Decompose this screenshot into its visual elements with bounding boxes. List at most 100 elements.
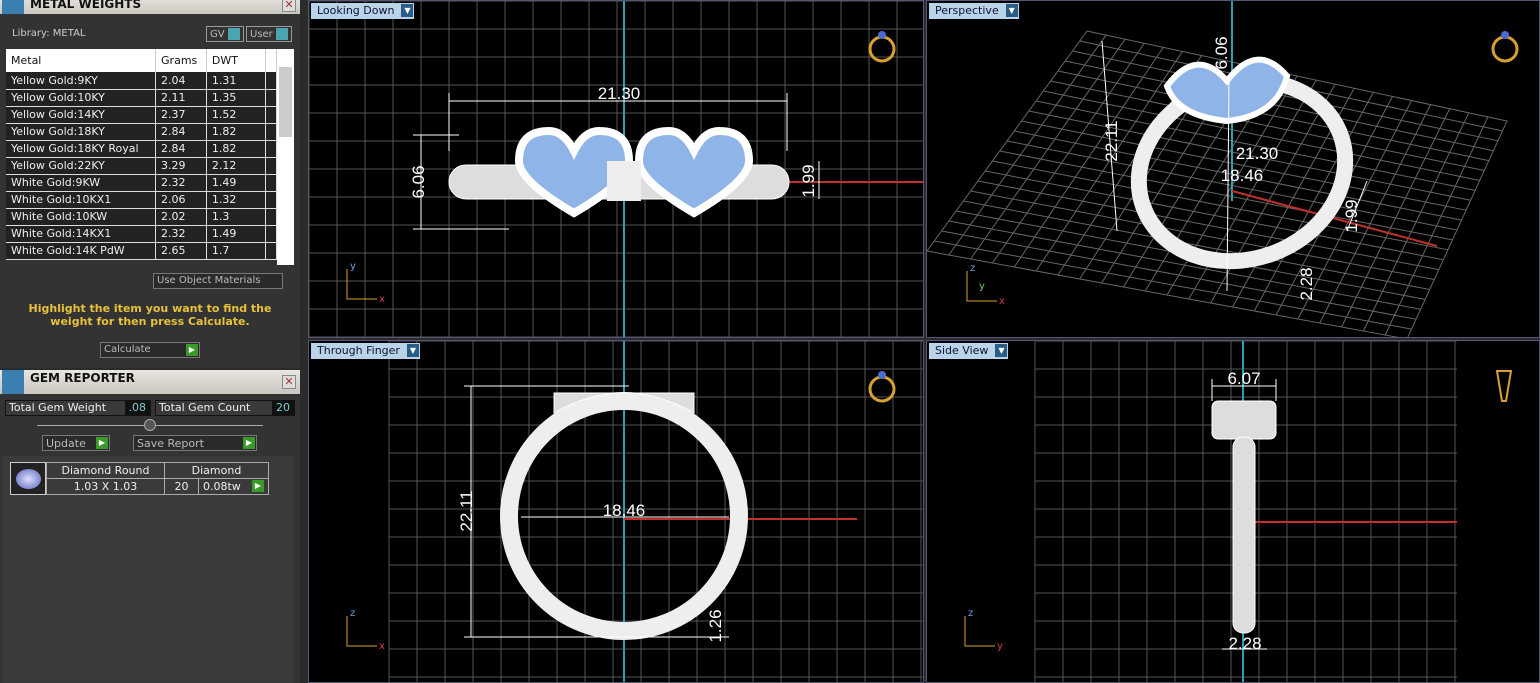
viewport-label[interactable]: Through Finger▼: [311, 343, 420, 359]
dwt-value: 1.49: [206, 174, 266, 192]
dimension-label: 2.28: [1228, 634, 1261, 653]
viewport-label-text: Looking Down: [317, 4, 395, 17]
total-gem-count-label: Total Gem Count: [159, 401, 251, 414]
library-label: Library: METAL: [12, 28, 86, 39]
gem-count: 20: [164, 478, 199, 495]
close-icon[interactable]: ✕: [282, 0, 296, 12]
metal-weights-titlebar: METAL WEIGHTS ✕: [0, 0, 300, 14]
dimension-label: 22.11: [457, 490, 476, 531]
hint-text: Highlight the item you want to find the …: [28, 302, 272, 328]
dwt-value: 1.82: [206, 140, 266, 158]
grams-value: 2.02: [155, 208, 207, 226]
dimension-label: 21.30: [598, 84, 641, 103]
total-gem-count-field: Total Gem Count 20: [155, 400, 295, 416]
gv-toggle[interactable]: GV: [206, 26, 244, 42]
collapse-icon[interactable]: [144, 419, 156, 431]
metal-name: Yellow Gold:18KY Royal: [6, 140, 157, 158]
panel-title: GEM REPORTER: [30, 371, 135, 385]
gem-reporter-icon: [2, 370, 24, 394]
use-object-materials-toggle[interactable]: Use Object Materials: [153, 273, 283, 289]
grams-value: 2.84: [155, 140, 207, 158]
dimension-label: 18.46: [603, 501, 646, 520]
grams-value: 2.65: [155, 242, 207, 260]
viewport-label[interactable]: Perspective▼: [929, 3, 1019, 19]
dwt-value: 2.12: [206, 157, 266, 175]
dwt-value: 1.52: [206, 106, 266, 124]
grams-value: 3.29: [155, 157, 207, 175]
play-icon: ▶: [96, 437, 108, 449]
gem-thumbnail-icon[interactable]: [10, 462, 46, 495]
viewport-label[interactable]: Looking Down ▼: [311, 3, 415, 19]
update-button[interactable]: Update ▶: [42, 435, 110, 451]
ring-side-icon[interactable]: [1495, 370, 1513, 402]
axis-label: z: [968, 608, 973, 619]
metal-name: Yellow Gold:14KY: [6, 106, 157, 124]
close-icon[interactable]: ✕: [282, 375, 296, 389]
dimension-label: 2.28: [1297, 267, 1316, 300]
viewport-label-text: Side View: [935, 344, 989, 357]
grams-value: 2.06: [155, 191, 207, 209]
axis-triad-icon: [966, 271, 997, 302]
grams-value: 2.11: [155, 89, 207, 107]
dwt-value: 1.3: [206, 208, 266, 226]
panel-title: METAL WEIGHTS: [30, 0, 142, 11]
viewport-label[interactable]: Side View ▼: [929, 343, 1009, 359]
total-gem-weight-label: Total Gem Weight: [9, 401, 107, 414]
calculate-button[interactable]: Calculate▶: [100, 342, 200, 358]
ring-view-icon[interactable]: [868, 371, 896, 403]
ring-view-icon[interactable]: [1491, 31, 1519, 63]
play-icon[interactable]: ▶: [252, 480, 264, 492]
axis-label: x: [379, 294, 385, 305]
save-report-label: Save Report: [137, 437, 204, 450]
axis-triad-icon: [964, 616, 995, 647]
grams-value: 2.04: [155, 72, 207, 90]
ring-view-icon[interactable]: [868, 31, 896, 63]
update-label: Update: [46, 437, 86, 450]
dimension-label: 6.06: [1212, 36, 1231, 69]
dropdown-icon: ▼: [1005, 4, 1018, 17]
dropdown-icon: ▼: [995, 344, 1008, 357]
dropdown-icon: ▼: [401, 4, 414, 17]
metal-name: White Gold:10KW: [6, 208, 157, 226]
col-grams[interactable]: Grams: [155, 49, 207, 72]
metal-weights-panel: METAL WEIGHTS ✕ Library: METAL GV User M…: [0, 0, 300, 368]
metal-table-scrollbar[interactable]: [277, 49, 294, 265]
dimension-label: 21.30: [1236, 144, 1279, 163]
dropdown-icon: ▼: [406, 344, 419, 357]
axis-triad-icon: [346, 616, 377, 647]
axis-label: y: [979, 281, 985, 292]
save-report-button[interactable]: Save Report▶: [133, 435, 257, 451]
col-dwt[interactable]: DWT: [206, 49, 266, 72]
axis-label: y: [350, 261, 356, 272]
grams-value: 2.37: [155, 106, 207, 124]
total-gem-count-value: 20: [272, 401, 294, 415]
col-metal[interactable]: Metal: [6, 49, 157, 72]
metal-name: Yellow Gold:22KY: [6, 157, 157, 175]
gem-type: Diamond: [164, 462, 269, 479]
play-icon: ▶: [186, 344, 198, 356]
user-toggle[interactable]: User: [246, 26, 292, 42]
